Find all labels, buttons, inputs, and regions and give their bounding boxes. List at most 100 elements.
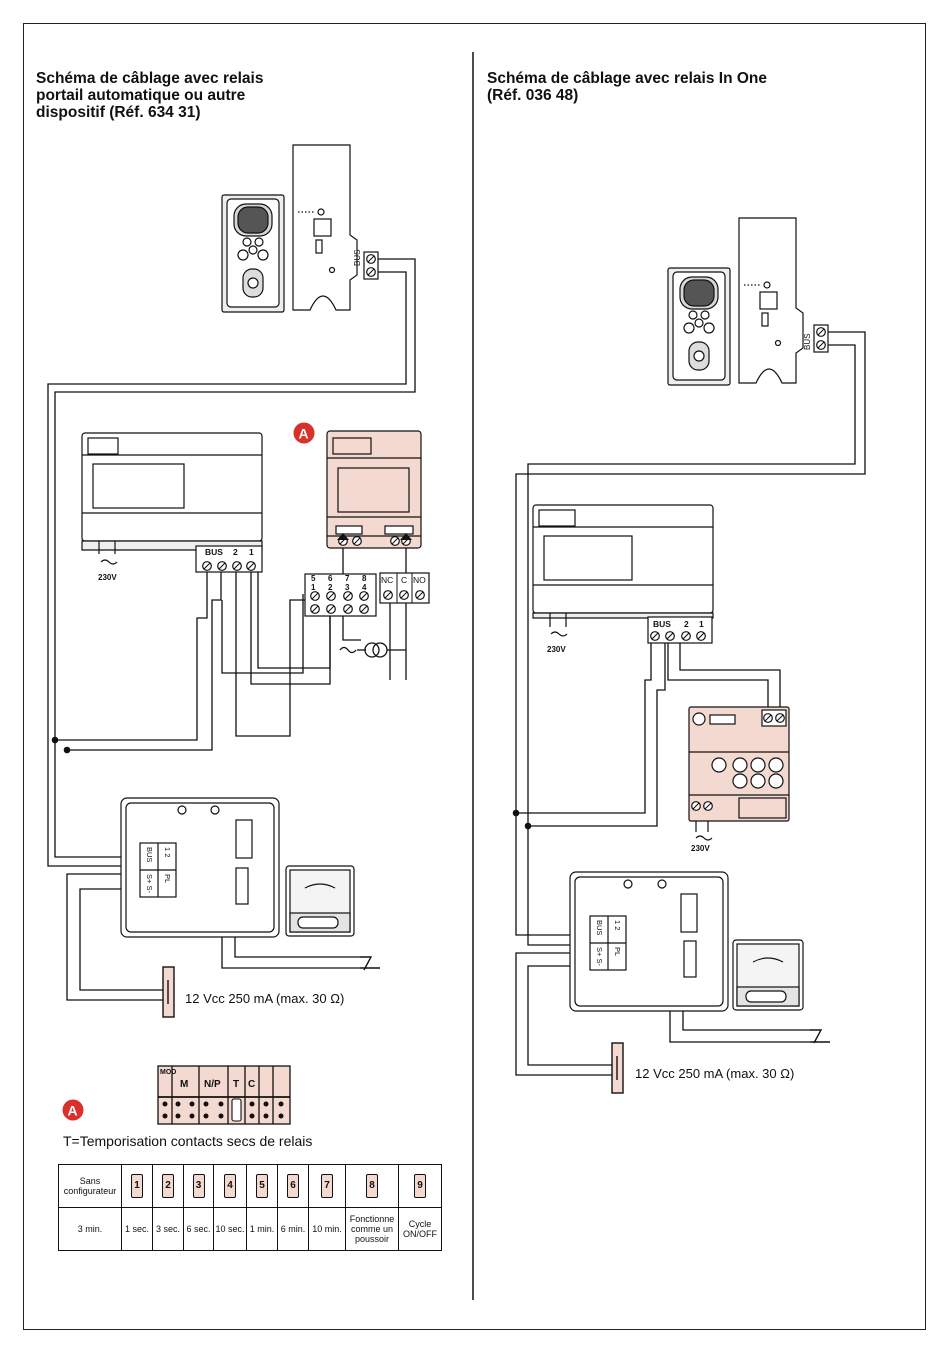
timer-key-2: 2 bbox=[162, 1174, 174, 1198]
right-panel-s-label: S+ S- bbox=[595, 947, 604, 966]
right-relay-mains bbox=[695, 821, 713, 841]
relay-in-one-036-48 bbox=[688, 706, 790, 822]
config-pins bbox=[162, 1101, 284, 1119]
right-handset-bus-label: BUS bbox=[803, 334, 812, 350]
left-badge-a: A bbox=[293, 422, 315, 444]
right-outdoor-panel bbox=[569, 871, 729, 1012]
right-title-line-2: (Réf. 036 48) bbox=[487, 87, 579, 104]
relay-arrow-icons bbox=[337, 533, 412, 540]
right-junction-1 bbox=[512, 809, 520, 817]
timer-key-cell: 8 bbox=[345, 1164, 399, 1208]
left-handset-bus-label: BUS bbox=[353, 250, 362, 266]
left-230v-label: 230V bbox=[98, 573, 117, 582]
right-outdoor-speaker bbox=[732, 939, 804, 1011]
right-panel-bus-label: BUS bbox=[595, 920, 604, 935]
left-handset-bracket bbox=[292, 144, 358, 311]
right-relay-230v-label: 230V bbox=[691, 844, 710, 853]
timer-key-1: 1 bbox=[131, 1174, 143, 1198]
left-diagram-title: Schéma de câblage avec relais portail au… bbox=[36, 70, 336, 121]
timer-key-cell: 6 bbox=[277, 1164, 309, 1208]
left-door-handset bbox=[221, 194, 285, 313]
timer-key-cell: 4 bbox=[213, 1164, 247, 1208]
config-t-jumper bbox=[231, 1098, 242, 1122]
timer-key-9: 9 bbox=[414, 1174, 426, 1198]
right-psu-bus-label: BUS bbox=[653, 619, 671, 629]
right-diagram-title: Schéma de câblage avec relais In One (Ré… bbox=[487, 70, 867, 104]
config-badge-a-text: A bbox=[68, 1103, 78, 1119]
right-title-line-1: Schéma de câblage avec relais In One bbox=[487, 70, 768, 87]
left-badge-a-text: A bbox=[299, 426, 309, 442]
transformer-icon bbox=[339, 642, 406, 658]
timer-key-cell: 9 bbox=[398, 1164, 442, 1208]
relay-terminal-8-label: 8 bbox=[362, 574, 367, 583]
timer-key-8: 8 bbox=[366, 1174, 378, 1198]
timer-value-cell: Fonctionne comme un poussoir bbox=[345, 1207, 399, 1251]
left-panel-12-label: 1 2 bbox=[163, 847, 172, 857]
left-mains-input bbox=[98, 541, 118, 565]
left-outdoor-panel bbox=[120, 797, 280, 938]
timer-key-cell: 3 bbox=[183, 1164, 214, 1208]
right-panel-12-label: 1 2 bbox=[613, 920, 622, 930]
left-panel-bus-label: BUS bbox=[145, 847, 154, 862]
timer-key-6: 6 bbox=[287, 1174, 299, 1198]
left-psu-bus-label: BUS bbox=[205, 547, 223, 557]
right-panel-pl-label: PL bbox=[613, 947, 622, 956]
left-junction-2 bbox=[63, 746, 71, 754]
left-junction-1 bbox=[51, 736, 59, 744]
left-title-line-3: dispositif (Réf. 634 31) bbox=[36, 104, 201, 121]
page-frame bbox=[23, 23, 926, 1330]
relay-terminal-3-label: 3 bbox=[345, 583, 350, 592]
timer-table: Sans configurateur 1 2 3 4 5 6 7 8 9 3 m… bbox=[58, 1164, 442, 1251]
config-switch-block bbox=[157, 1065, 291, 1125]
timer-key-5: 5 bbox=[256, 1174, 268, 1198]
timer-value-cell: 3 min. bbox=[58, 1207, 122, 1251]
right-door-handset bbox=[667, 267, 731, 386]
left-wiring bbox=[47, 258, 416, 1001]
relay-no-label: NO bbox=[413, 575, 426, 585]
relay-nc-label: NC bbox=[381, 575, 393, 585]
config-header-t: T bbox=[233, 1079, 239, 1090]
timer-value-cell: 6 sec. bbox=[183, 1207, 214, 1251]
relay-terminal-6-label: 6 bbox=[328, 574, 333, 583]
right-mains-input bbox=[549, 613, 568, 637]
right-junction-2 bbox=[524, 822, 532, 830]
right-bus-terminal: BUS bbox=[803, 324, 829, 353]
timer-key-cell: 5 bbox=[246, 1164, 278, 1208]
right-lock-icon bbox=[810, 1029, 830, 1044]
config-header-c: C bbox=[248, 1079, 255, 1090]
right-230v-label: 230V bbox=[547, 645, 566, 654]
timer-head-cell: Sans configurateur bbox=[58, 1164, 122, 1208]
left-psu-terminal-2-label: 2 bbox=[233, 547, 238, 557]
left-panel-s-label: S+ S- bbox=[145, 874, 154, 893]
config-header-mod: MOD bbox=[160, 1069, 176, 1076]
timer-key-4: 4 bbox=[224, 1174, 236, 1198]
left-panel-pl-label: PL bbox=[163, 874, 172, 883]
left-title-line-1: Schéma de câblage avec relais bbox=[36, 70, 264, 87]
left-door-strike-icon bbox=[162, 966, 175, 1018]
relay-terminal-5-label: 5 bbox=[311, 574, 316, 583]
left-psu-terminal-1-label: 1 bbox=[249, 547, 254, 557]
left-supply-spec-label: 12 Vcc 250 mA (max. 30 Ω) bbox=[185, 991, 344, 1006]
timer-value-cell: 3 sec. bbox=[152, 1207, 184, 1251]
relay-terminal-block: 5 6 7 8 1 2 3 4 bbox=[304, 573, 377, 617]
relay-contacts-block: NC C NO bbox=[379, 572, 430, 604]
timer-key-cell: 7 bbox=[308, 1164, 346, 1208]
right-psu-terminal-2-label: 2 bbox=[684, 619, 689, 629]
relay-terminal-1-label: 1 bbox=[311, 583, 316, 592]
right-supply-spec-label: 12 Vcc 250 mA (max. 30 Ω) bbox=[635, 1066, 794, 1081]
timer-value-cell: 10 min. bbox=[308, 1207, 346, 1251]
timer-key-3: 3 bbox=[192, 1174, 205, 1198]
timer-key-cell: 2 bbox=[152, 1164, 184, 1208]
timer-value-cell: 1 sec. bbox=[121, 1207, 153, 1251]
left-outdoor-speaker bbox=[285, 865, 355, 937]
config-badge-a: A bbox=[62, 1099, 84, 1121]
relay-634-31 bbox=[326, 430, 422, 549]
right-psu-terminal-1-label: 1 bbox=[699, 619, 704, 629]
relay-terminal-7-label: 7 bbox=[345, 574, 350, 583]
left-bus-terminal: BUS bbox=[353, 250, 379, 280]
relay-terminal-4-label: 4 bbox=[362, 583, 367, 592]
left-title-line-2: portail automatique ou autre bbox=[36, 87, 246, 104]
timer-key-7: 7 bbox=[321, 1174, 333, 1198]
